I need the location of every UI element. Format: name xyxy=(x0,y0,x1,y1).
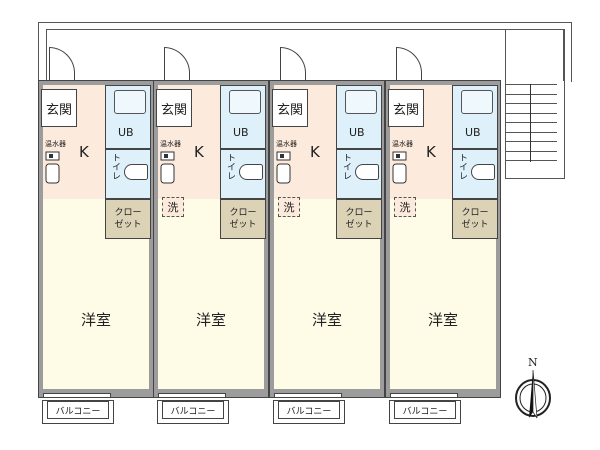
bathtub-icon xyxy=(461,90,493,114)
balcony: バルコニー xyxy=(389,400,461,424)
stair-step xyxy=(505,160,557,161)
stove-icon xyxy=(276,151,292,185)
kitchen-label: K xyxy=(310,143,320,161)
kitchen-label: K xyxy=(194,143,204,161)
closet-label-1: クロー xyxy=(114,208,142,218)
toilet-room: トイレ xyxy=(452,149,498,199)
closet-label-2: ゼット xyxy=(114,220,142,230)
closet-label-1: クロー xyxy=(229,208,257,218)
stair-step xyxy=(505,141,557,142)
closet: クロー ゼット xyxy=(452,199,498,239)
stair-step xyxy=(505,84,557,85)
stair-outline xyxy=(505,29,565,179)
inner-corridor xyxy=(46,29,564,81)
toilet-room: トイレ xyxy=(220,149,266,199)
balcony-label: バルコニー xyxy=(162,401,224,419)
closet-label-2: ゼット xyxy=(345,220,373,230)
entrance: 玄関 xyxy=(156,89,192,127)
balcony: バルコニー xyxy=(157,400,229,424)
stove-icon xyxy=(45,151,61,185)
water-heater-label: 温水器 xyxy=(392,140,413,148)
bath-label: UB xyxy=(118,126,134,139)
stair-step xyxy=(505,150,557,152)
closet: クロー ゼット xyxy=(220,199,266,239)
toilet-icon xyxy=(239,164,263,180)
toilet-label: トイレ xyxy=(225,153,235,180)
closet: クロー ゼット xyxy=(336,199,382,239)
toilet-icon xyxy=(124,164,148,180)
toilet-room: トイレ xyxy=(105,149,151,199)
entrance: 玄関 xyxy=(272,89,308,127)
bathtub-icon xyxy=(345,90,377,114)
balcony-label: バルコニー xyxy=(394,401,456,419)
laundry-space: 洗 xyxy=(394,197,416,217)
entrance: 玄関 xyxy=(41,89,77,127)
stair-step xyxy=(505,112,557,114)
unit-bath: UB xyxy=(220,85,266,149)
apartment-unit: 玄関 温水器 K UB トイレ クロー ゼット 洗 洋室 xyxy=(385,47,501,398)
stair-step xyxy=(505,93,557,95)
toilet-icon xyxy=(471,164,495,180)
balcony: バルコニー xyxy=(273,400,345,424)
water-heater-label: 温水器 xyxy=(276,140,297,148)
bath-label: UB xyxy=(349,126,365,139)
unit-bath: UB xyxy=(336,85,382,149)
closet-label-2: ゼット xyxy=(229,220,257,230)
window[interactable] xyxy=(158,393,226,398)
bath-label: UB xyxy=(465,126,481,139)
compass-icon xyxy=(513,368,553,422)
outer-corridor xyxy=(38,22,572,82)
window[interactable] xyxy=(390,393,458,398)
balcony: バルコニー xyxy=(42,400,114,424)
stove-icon xyxy=(392,151,408,185)
closet-label-2: ゼット xyxy=(461,220,489,230)
toilet-room: トイレ xyxy=(336,149,382,199)
apartment-unit: 玄関 温水器 K UB トイレ クロー ゼット 洗 洋室 xyxy=(153,47,269,398)
stair-step xyxy=(505,131,557,133)
bathtub-icon xyxy=(114,90,146,114)
apartment-unit: 玄関 温水器 K UB トイレ クロー ゼット 洋室 xyxy=(38,47,154,398)
north-label: N xyxy=(528,356,538,369)
water-heater-label: 温水器 xyxy=(160,140,181,148)
room-label: 洋室 xyxy=(312,311,343,329)
balcony-label: バルコニー xyxy=(278,401,340,419)
window[interactable] xyxy=(43,393,111,398)
kitchen-label: K xyxy=(426,143,436,161)
stove-icon xyxy=(160,151,176,185)
room-label: 洋室 xyxy=(428,311,459,329)
room-label: 洋室 xyxy=(196,311,227,329)
toilet-label: トイレ xyxy=(110,153,120,180)
bathtub-icon xyxy=(229,90,261,114)
water-heater-label: 温水器 xyxy=(45,140,66,148)
stair-step xyxy=(505,122,557,123)
entrance: 玄関 xyxy=(388,89,424,127)
toilet-label: トイレ xyxy=(457,153,467,180)
unit-bath: UB xyxy=(452,85,498,149)
bath-label: UB xyxy=(233,126,249,139)
laundry-space: 洗 xyxy=(278,197,300,217)
laundry-space: 洗 xyxy=(162,197,184,217)
closet-label-1: クロー xyxy=(345,208,373,218)
toilet-icon xyxy=(355,164,379,180)
stair-arrow xyxy=(530,84,531,162)
room-label: 洋室 xyxy=(81,311,112,329)
apartment-unit: 玄関 温水器 K UB トイレ クロー ゼット 洗 洋室 xyxy=(269,47,385,398)
unit-bath: UB xyxy=(105,85,151,149)
toilet-label: トイレ xyxy=(341,153,351,180)
kitchen-label: K xyxy=(79,143,89,161)
stair-step xyxy=(505,103,557,104)
closet: クロー ゼット xyxy=(105,199,151,239)
balcony-label: バルコニー xyxy=(47,401,109,419)
window[interactable] xyxy=(274,393,342,398)
closet-label-1: クロー xyxy=(461,208,489,218)
